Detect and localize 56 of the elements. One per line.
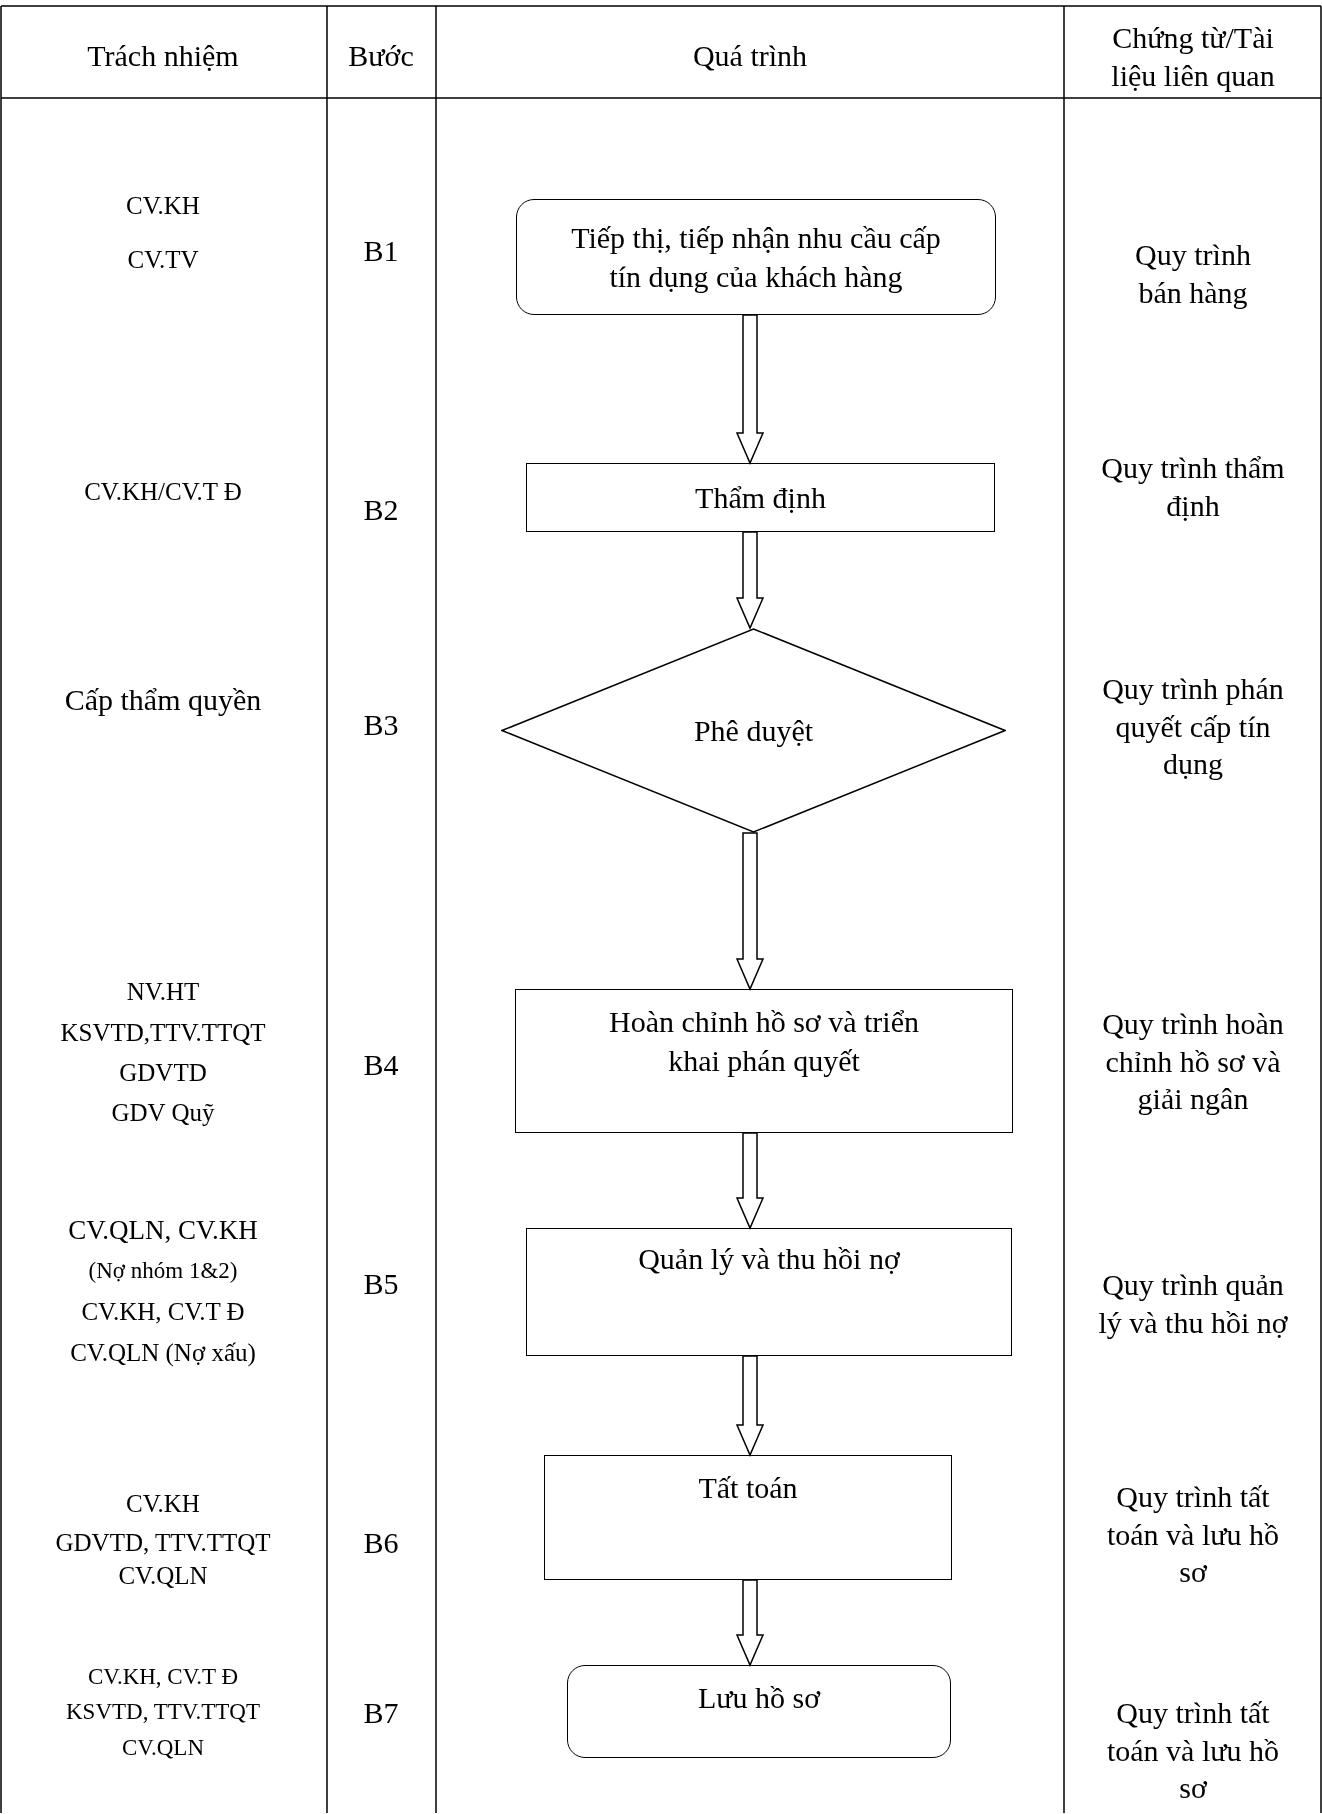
responsibility-text: CV.KH: [125, 191, 201, 222]
step-text: Lưu hồ sơ: [697, 1680, 821, 1716]
step-number: B6: [362, 1525, 400, 1562]
responsibility-text: CV.QLN (Nợ xấu): [69, 1338, 257, 1369]
hollow-arrow: [735, 832, 765, 991]
responsibility-text: NV.HT: [125, 977, 201, 1008]
rounded-process-box: [567, 1665, 951, 1758]
step-text: Tiếp thị, tiếp nhận nhu cầu cấp tín dụng của khách hàng: [570, 220, 942, 295]
responsibility-text: CV.KH, CV.T Đ: [86, 1662, 240, 1691]
step-text: Phê duyệt: [693, 713, 814, 749]
hollow-arrow: [735, 1355, 765, 1457]
responsibility-text: GDVTD, TTV.TTQT: [54, 1528, 272, 1559]
decision-diamond: [501, 628, 1006, 833]
responsibility-text: CV.TV: [126, 245, 200, 276]
responsibility-text: CV.QLN, CV.KH: [67, 1214, 259, 1248]
document-text: Quy trình thẩm định: [1100, 449, 1286, 523]
column-header: Chứng từ/Tài liệu liên quan: [1110, 19, 1276, 94]
hollow-arrow: [735, 1132, 765, 1230]
step-text: Hoàn chỉnh hồ sơ và triển khai phán quyết: [608, 1004, 920, 1079]
step-number: B5: [362, 1266, 400, 1303]
responsibility-text: Cấp thẩm quyền: [63, 682, 263, 719]
responsibility-text: KSVTD,TTV.TTQT: [59, 1018, 267, 1049]
step-text: Thẩm định: [695, 480, 826, 516]
step-number: B1: [362, 233, 400, 270]
step-number: B4: [362, 1047, 400, 1084]
responsibility-text: GDV Quỹ: [110, 1098, 216, 1129]
responsibility-text: CV.KH, CV.T Đ: [80, 1297, 246, 1328]
document-text: Quy trình quản lý và thu hồi nợ: [1097, 1266, 1289, 1341]
document-text: Quy trình tất toán và lưu hồ sơ: [1105, 1478, 1281, 1590]
step-text: Quản lý và thu hồi nợ: [638, 1241, 900, 1277]
hollow-arrow: [735, 1579, 765, 1667]
responsibility-text: GDVTD: [118, 1058, 208, 1089]
document-text: Quy trình tất toán và lưu hồ sơ: [1105, 1694, 1281, 1806]
responsibility-text: CV.QLN: [117, 1561, 209, 1592]
column-header: Bước: [347, 38, 415, 75]
step-number: B7: [362, 1695, 400, 1732]
process-box: [515, 989, 1013, 1133]
hollow-arrow: [735, 531, 765, 630]
process-box: [544, 1455, 952, 1580]
responsibility-text: KSVTD, TTV.TTQT: [65, 1697, 261, 1726]
rounded-process-box: [516, 199, 996, 315]
document-text: Quy trình bán hàng: [1134, 236, 1252, 311]
step-text: Tất toán: [698, 1470, 798, 1506]
process-box: [526, 463, 995, 532]
process-box: [526, 1228, 1012, 1356]
responsibility-text: CV.QLN: [121, 1733, 205, 1762]
responsibility-text: CV.KH/CV.T Đ: [83, 477, 243, 508]
responsibility-text: CV.KH: [125, 1489, 201, 1520]
responsibility-text: (Nợ nhóm 1&2): [87, 1256, 239, 1285]
step-number: B3: [362, 707, 400, 744]
column-header: Trách nhiệm: [86, 38, 240, 75]
step-number: B2: [362, 492, 400, 529]
document-text: Quy trình phán quyết cấp tín dụng: [1101, 670, 1285, 782]
hollow-arrow: [735, 314, 765, 465]
document-text: Quy trình hoàn chỉnh hồ sơ và giải ngân: [1101, 1005, 1285, 1117]
column-header: Quá trình: [691, 38, 809, 75]
